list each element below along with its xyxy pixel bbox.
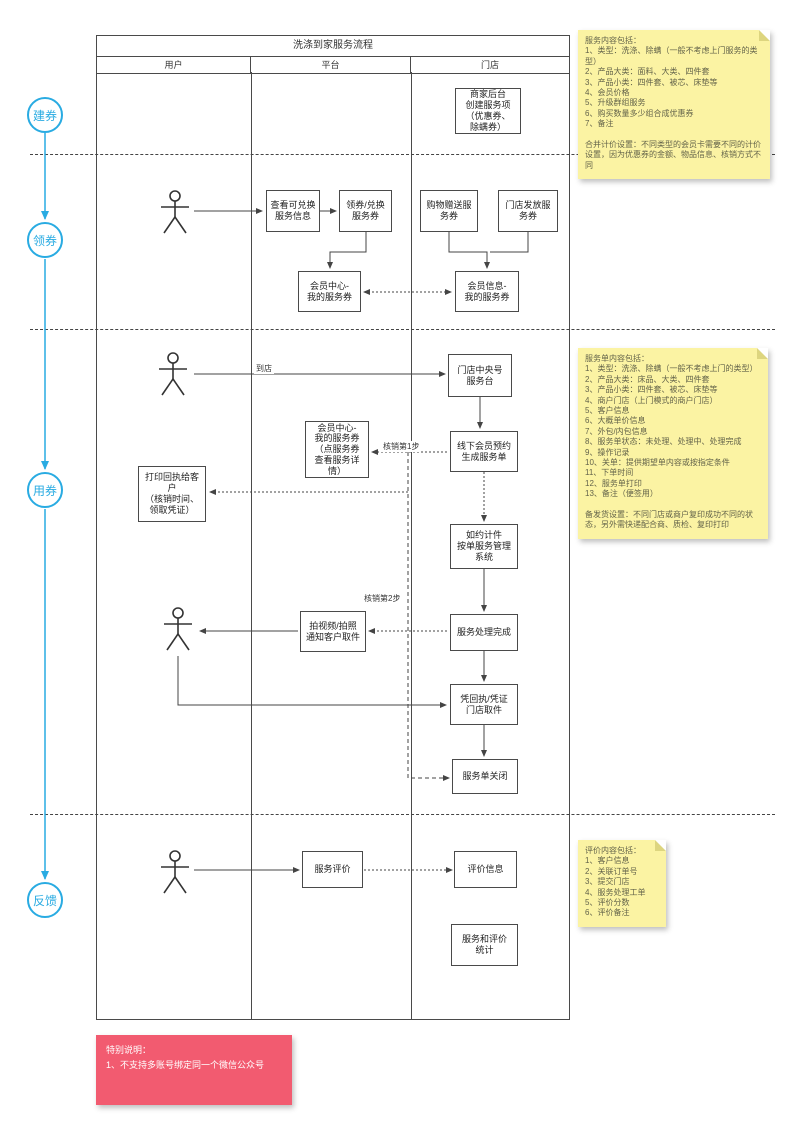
node-process-system: 如约计件 按单服务管理 系统: [450, 524, 518, 569]
swimlane-header: 用户 平台 门店: [97, 57, 569, 74]
node-store-issue: 门店发放服 务券: [498, 190, 558, 232]
actor-icon: [156, 351, 190, 397]
phase-circle-feedback: 反馈: [27, 882, 63, 918]
node-print-receipt: 打印回执给客 户 （核销时间、 领取凭证）: [138, 466, 206, 522]
edge-label-step1: 核销第1步: [381, 441, 422, 452]
node-make-order: 线下会员预约 生成服务单: [450, 431, 518, 472]
phase-separator: [30, 814, 775, 815]
node-view-exchange: 查看可兑换 服务信息: [266, 190, 320, 232]
lane-header-store: 门店: [480, 60, 499, 70]
edge-label-step2: 核销第2步: [362, 593, 403, 604]
edge-label-arrive: 到店: [254, 363, 274, 374]
node-shop-gift: 购物赠送服 务券: [420, 190, 478, 232]
lane-divider: [251, 72, 252, 1019]
node-notify-customer: 拍视频/拍照 通知客户取件: [300, 611, 366, 652]
node-my-coupon-detail: 会员中心- 我的服务券 （点服务券 查看服务详 情）: [305, 421, 369, 478]
node-claim-coupon: 领券/兑换 服务券: [339, 190, 392, 232]
sticky-note-service-content: 服务内容包括： 1、类型：洗涤、除螨（一般不考虑上门服务的类型） 2、产品大类：…: [578, 30, 770, 180]
phase-separator: [30, 329, 775, 330]
phase-separator: [30, 154, 775, 155]
node-create-service: 商家后台 创建服务项 （优惠券、 除螨券）: [455, 88, 521, 134]
sticky-note-eval-content: 评价内容包括： 1、客户信息 2、关联订单号 3、提交门店 4、服务处理工单 5…: [578, 840, 666, 927]
node-front-desk: 门店中央号 服务台: [448, 354, 512, 397]
phase-circle-claim: 领券: [27, 222, 63, 258]
lane-divider: [411, 72, 412, 1019]
node-eval-info: 评价信息: [454, 851, 517, 888]
phase-circle-use: 用券: [27, 472, 63, 508]
actor-icon: [158, 849, 192, 895]
phase-circle-create: 建券: [27, 97, 63, 133]
diagram-title: 洗涤到家服务流程: [97, 36, 569, 57]
node-my-coupon: 会员中心- 我的服务券: [298, 271, 361, 312]
sticky-note-order-content: 服务单内容包括： 1、类型：洗涤、除螨（一般不考虑上门的类型） 2、产品大类：床…: [578, 348, 768, 539]
special-note: 特别说明： 1、不支持多账号绑定同一个微信公众号: [96, 1035, 292, 1105]
node-order-close: 服务单关闭: [452, 759, 518, 794]
node-pickup: 凭回执/凭证 门店取件: [450, 684, 518, 725]
node-eval-stat: 服务和评价 统计: [451, 924, 518, 966]
actor-icon: [161, 606, 195, 652]
node-member-info: 会员信息- 我的服务券: [455, 271, 519, 312]
lane-header-user: 用户: [97, 57, 251, 73]
node-service-done: 服务处理完成: [450, 614, 518, 651]
actor-icon: [158, 189, 192, 235]
lane-header-platform: 平台: [251, 57, 411, 73]
node-evaluate: 服务评价: [302, 851, 363, 888]
